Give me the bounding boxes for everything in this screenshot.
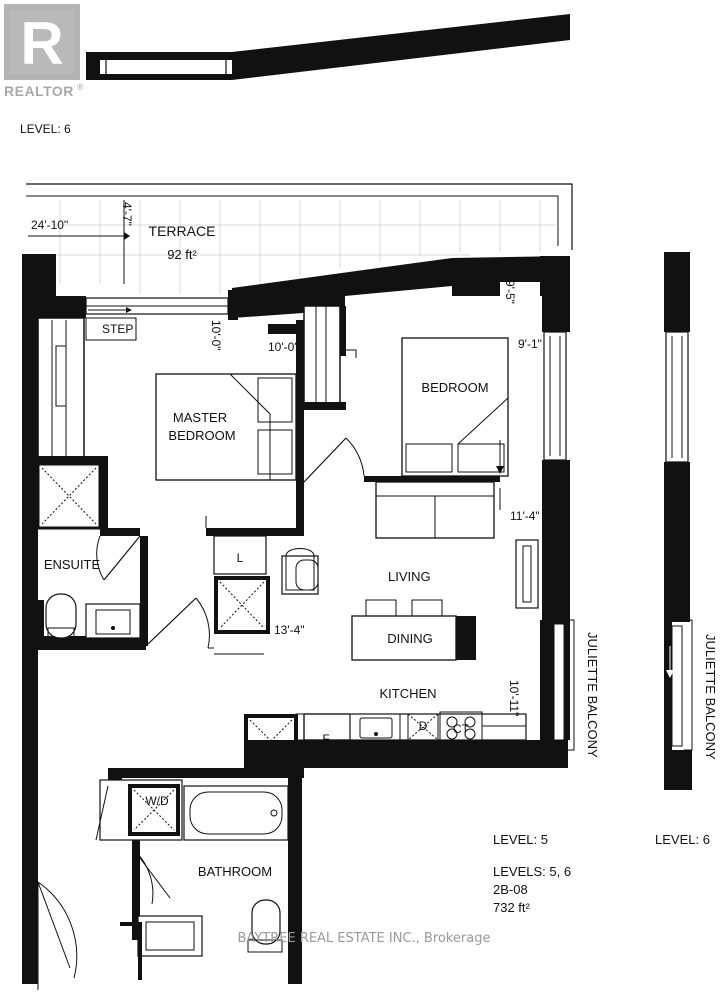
top-level-label: LEVEL: 6 xyxy=(20,122,71,136)
dining-label: DINING xyxy=(387,631,433,646)
living-label: LIVING xyxy=(388,569,431,584)
step-label: STEP xyxy=(102,322,133,336)
master-depth-dim: 10'-0" xyxy=(268,340,299,354)
kitchen-width-dim: 10'-11" xyxy=(507,680,521,716)
tv-unit xyxy=(515,539,539,609)
realtor-logo-mark: R xyxy=(20,10,63,77)
bedroom-label: BEDROOM xyxy=(421,380,488,395)
terrace-depth-dim: 4'-7" xyxy=(120,202,134,226)
plan-level-label: LEVEL: 5 xyxy=(493,832,548,847)
bathroom-label: BATHROOM xyxy=(198,864,272,879)
terrace: TERRACE 92 ft² 24'-10" 4'-7" xyxy=(26,183,573,294)
bedroom-depth-dim: 9'-5" xyxy=(503,280,517,304)
sofa xyxy=(375,481,495,539)
juliette-label-2: JULIETTE BALCONY xyxy=(703,634,718,760)
realtor-registered: ® xyxy=(77,82,84,92)
terrace-width-dim: 24'-10" xyxy=(31,218,68,232)
unit-code: 2B-08 xyxy=(493,882,528,897)
realtor-logo: R REALTOR ® xyxy=(4,4,84,99)
master-door xyxy=(147,516,214,649)
upper-floor-fragment xyxy=(86,14,570,80)
juliette-label-1: JULIETTE BALCONY xyxy=(585,632,600,758)
bathroom: W/D BATHROOM xyxy=(37,768,304,990)
ensuite: ENSUITE xyxy=(36,462,141,639)
master-label-2: BEDROOM xyxy=(168,428,235,443)
terrace-area: 92 ft² xyxy=(167,247,197,262)
realtor-logo-text: REALTOR xyxy=(4,83,74,99)
master-closet xyxy=(37,317,85,459)
living-width-dim: 11'-4" xyxy=(510,509,540,523)
side-elevation: JULIETTE BALCONY xyxy=(664,252,718,790)
terrace-label: TERRACE xyxy=(149,223,216,239)
juliette-balcony-plan: JULIETTE BALCONY xyxy=(544,619,600,758)
armchair xyxy=(281,548,319,595)
bedroom-width-dim: 9'-1" xyxy=(518,337,542,351)
bedroom-bed: BEDROOM xyxy=(401,337,509,477)
linen-label: L xyxy=(237,551,244,565)
brokerage-watermark: BAYTREE REAL ESTATE INC., Brokerage xyxy=(238,931,491,946)
kitchen-label: KITCHEN xyxy=(379,686,436,701)
master-walls xyxy=(38,320,304,646)
dishwasher-label: D xyxy=(419,719,428,733)
master-bed: MASTER BEDROOM xyxy=(155,373,297,481)
side-level-label: LEVEL: 6 xyxy=(655,832,710,847)
bedroom-closet xyxy=(303,305,357,410)
cooktop-label: CT xyxy=(453,722,470,736)
ensuite-label: ENSUITE xyxy=(44,557,101,572)
bedroom-door xyxy=(303,437,500,483)
master-label-1: MASTER xyxy=(173,410,227,425)
bedroom-window xyxy=(543,331,567,461)
master-top-window: STEP xyxy=(85,297,229,341)
living-depth-dim: 13'-4" xyxy=(274,623,305,637)
unit-area: 732 ft² xyxy=(493,900,531,915)
fridge-label: F xyxy=(322,732,329,746)
exterior-walls xyxy=(22,254,570,984)
kitchen: KITCHEN F D CT xyxy=(244,686,527,768)
dining-table: DINING xyxy=(351,599,476,661)
washer-dryer-label: W/D xyxy=(145,794,169,808)
unit-levels: LEVELS: 5, 6 xyxy=(493,864,571,879)
master-width-dim: 10'-0" xyxy=(209,320,223,351)
linen-closet: L xyxy=(213,535,270,655)
